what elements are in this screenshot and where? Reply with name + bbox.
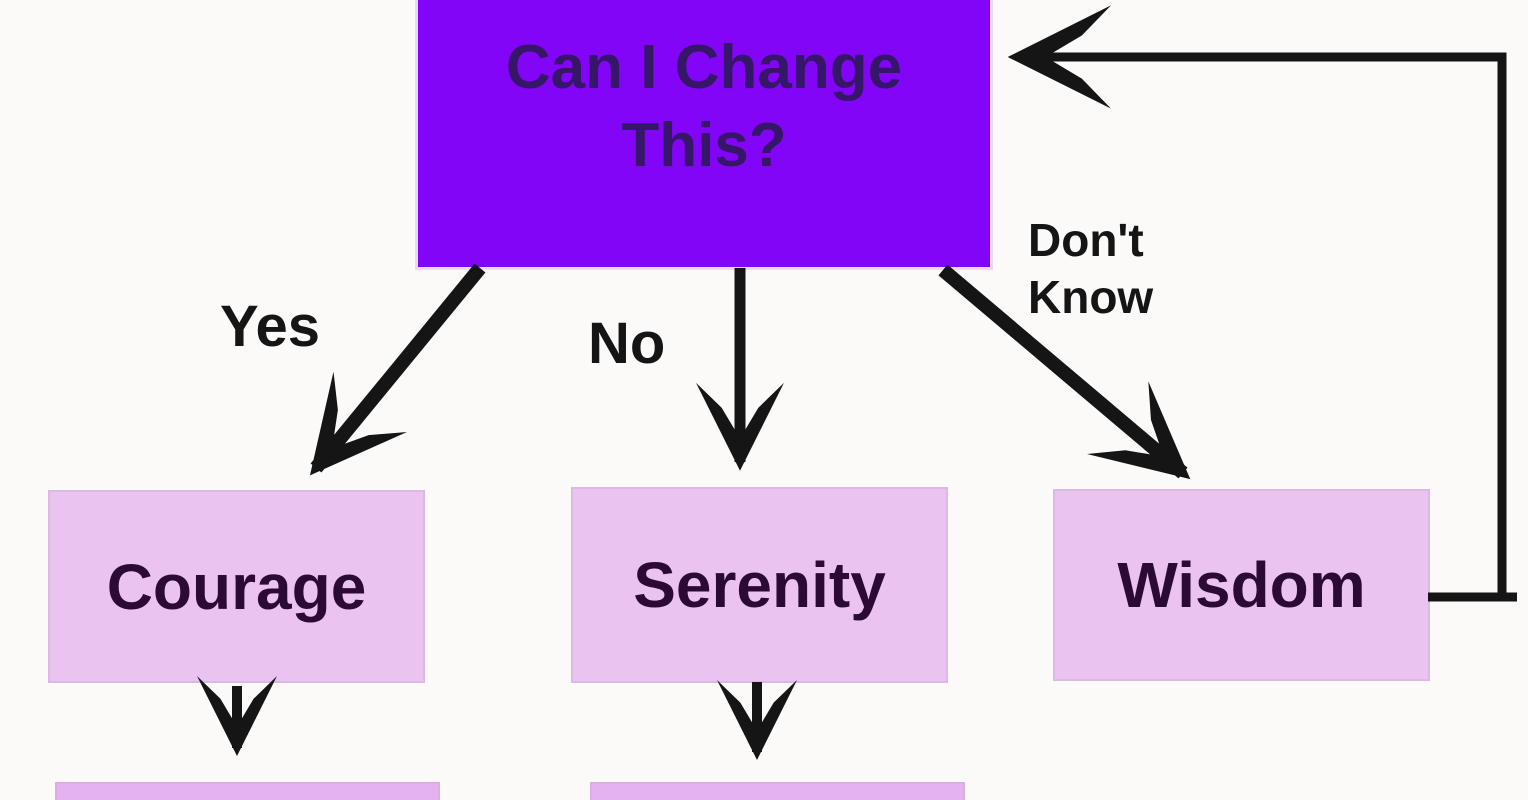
serenity-label: Serenity	[633, 549, 886, 621]
courage-label: Courage	[106, 550, 367, 623]
outcome-node-wisdom: Wisdom	[1053, 489, 1430, 681]
arrow-dont-know-to-wisdom	[938, 264, 1191, 480]
partial-node-below-serenity	[590, 782, 965, 800]
wisdom-label: Wisdom	[1117, 549, 1366, 621]
edge-label-yes: Yes	[220, 294, 320, 359]
decision-node-label: Can I Change This?	[505, 32, 903, 180]
partial-node-below-courage	[55, 782, 440, 800]
arrow-yes-to-courage	[309, 263, 486, 476]
outcome-node-serenity: Serenity	[571, 487, 948, 683]
edge-label-dont-know: Don't Know	[1028, 214, 1154, 323]
decision-node-can-i-change-this: Can I Change This?	[415, 0, 993, 270]
edge-label-no: No	[588, 311, 666, 376]
arrow-wisdom-loop-to-root	[1018, 57, 1517, 602]
